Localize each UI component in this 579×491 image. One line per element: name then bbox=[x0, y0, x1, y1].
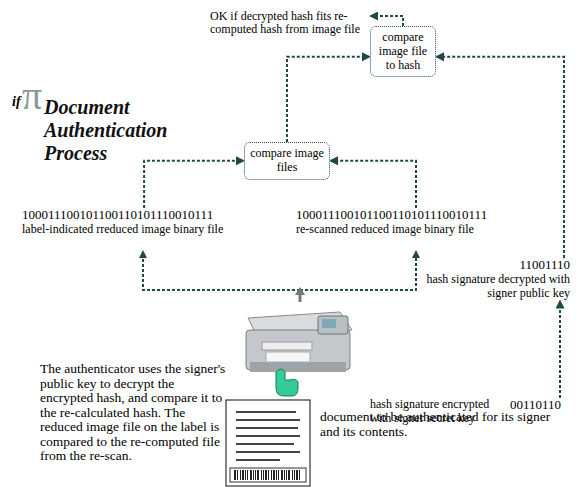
binary-string: 00110110 bbox=[510, 398, 561, 413]
logo-text: if bbox=[12, 94, 21, 110]
dotted-arrow bbox=[371, 16, 403, 26]
process-box: compare image file to hash bbox=[370, 26, 436, 77]
dotted-arrow bbox=[559, 302, 561, 399]
scan-output-line bbox=[143, 252, 416, 290]
hash-value: hash signature encrypted with signer sec… bbox=[370, 398, 566, 426]
logo-symbol: π bbox=[22, 76, 42, 116]
hash-value: 11001110hash signature decrypted with si… bbox=[420, 258, 570, 301]
file-caption: re-scanned reduced image binary file bbox=[296, 223, 536, 237]
hand-pointer bbox=[276, 369, 298, 396]
binary-string: 100011100101100110101110010111 bbox=[22, 208, 244, 223]
scan-arrow-head bbox=[295, 287, 305, 295]
file-caption: label-indicated rreduced image binary fi… bbox=[22, 223, 244, 237]
diagram-title: Document Authentication Process bbox=[44, 96, 194, 165]
dotted-arrow bbox=[144, 161, 243, 208]
dotted-arrow bbox=[331, 161, 416, 208]
scanner-printer bbox=[246, 312, 352, 372]
node-text: OK if decrypted hash fits re-computed ha… bbox=[210, 10, 368, 37]
dotted-arrow bbox=[287, 57, 369, 142]
node-text: compare image file to hash bbox=[374, 31, 432, 72]
binary-file: 100011100101100110101110010111re-scanned… bbox=[296, 208, 536, 237]
hash-caption: hash signature encrypted with signer sec… bbox=[370, 398, 506, 426]
hash-caption: hash signature decrypted with signer pub… bbox=[420, 273, 570, 301]
document-sheet bbox=[226, 400, 310, 486]
process-box: compare image files bbox=[244, 142, 330, 180]
binary-string: 100011100101100110101110010111 bbox=[296, 208, 536, 223]
node-text: compare image files bbox=[248, 147, 326, 175]
note-text: The authenticator uses the signer's publ… bbox=[40, 362, 228, 464]
result-note: OK if decrypted hash fits re-computed ha… bbox=[210, 10, 368, 37]
binary-file: 100011100101100110101110010111label-indi… bbox=[22, 208, 244, 237]
binary-string: 11001110 bbox=[420, 258, 570, 273]
